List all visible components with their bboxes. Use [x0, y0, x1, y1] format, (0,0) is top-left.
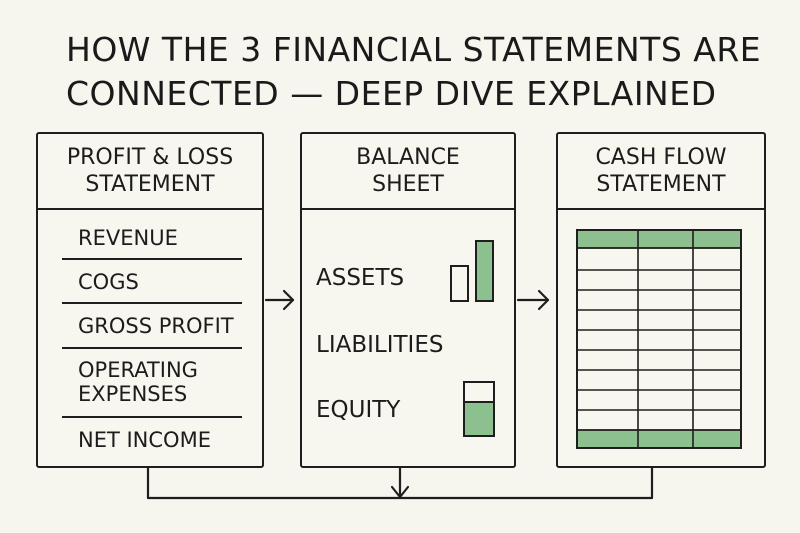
diagram-title: HOW THE 3 FINANCIAL STATEMENTS ARE CONNE… — [66, 28, 786, 116]
balance-sheet-header: BALANCE SHEET — [302, 134, 514, 210]
pl-separator — [62, 416, 242, 418]
cash-flow-header: CASH FLOW STATEMENT — [558, 134, 764, 210]
title-line-2: CONNECTED — DEEP DIVE EXPLAINED — [66, 74, 717, 113]
pl-item-operating: OPERATING — [78, 358, 198, 382]
arrow-bs-to-cf — [516, 289, 550, 311]
bs-item-equity: EQUITY — [316, 397, 401, 423]
profit-loss-header-line-1: PROFIT & LOSS — [66, 145, 234, 170]
pl-item-cogs: COGS — [78, 270, 139, 294]
pl-item-net-income: NET INCOME — [78, 428, 211, 452]
pl-separator — [62, 347, 242, 349]
balance-sheet-header-line-1: BALANCE — [356, 145, 460, 170]
balance-sheet-header-line-2: SHEET — [372, 172, 444, 197]
profit-loss-panel: PROFIT & LOSS STATEMENT — [36, 132, 264, 468]
arrow-pl-to-bs — [264, 289, 295, 311]
cash-flow-header-line-1: CASH FLOW — [595, 145, 727, 170]
title-line-1: HOW THE 3 FINANCIAL STATEMENTS ARE — [66, 30, 762, 69]
profit-loss-header-line-2: STATEMENT — [85, 172, 215, 197]
bs-item-liabilities: LIABILITIES — [316, 332, 444, 358]
cash-flow-header-line-2: STATEMENT — [596, 172, 726, 197]
pl-item-revenue: REVENUE — [78, 226, 178, 250]
bottom-connector-arrow — [146, 466, 654, 500]
cash-flow-panel: CASH FLOW STATEMENT — [556, 132, 766, 468]
pl-separator — [62, 258, 242, 260]
pl-separator — [62, 302, 242, 304]
pl-item-expenses: EXPENSES — [78, 382, 188, 406]
profit-loss-header: PROFIT & LOSS STATEMENT — [38, 134, 262, 210]
bs-item-assets: ASSETS — [316, 265, 405, 291]
pl-item-gross-profit: GROSS PROFIT — [78, 314, 234, 338]
